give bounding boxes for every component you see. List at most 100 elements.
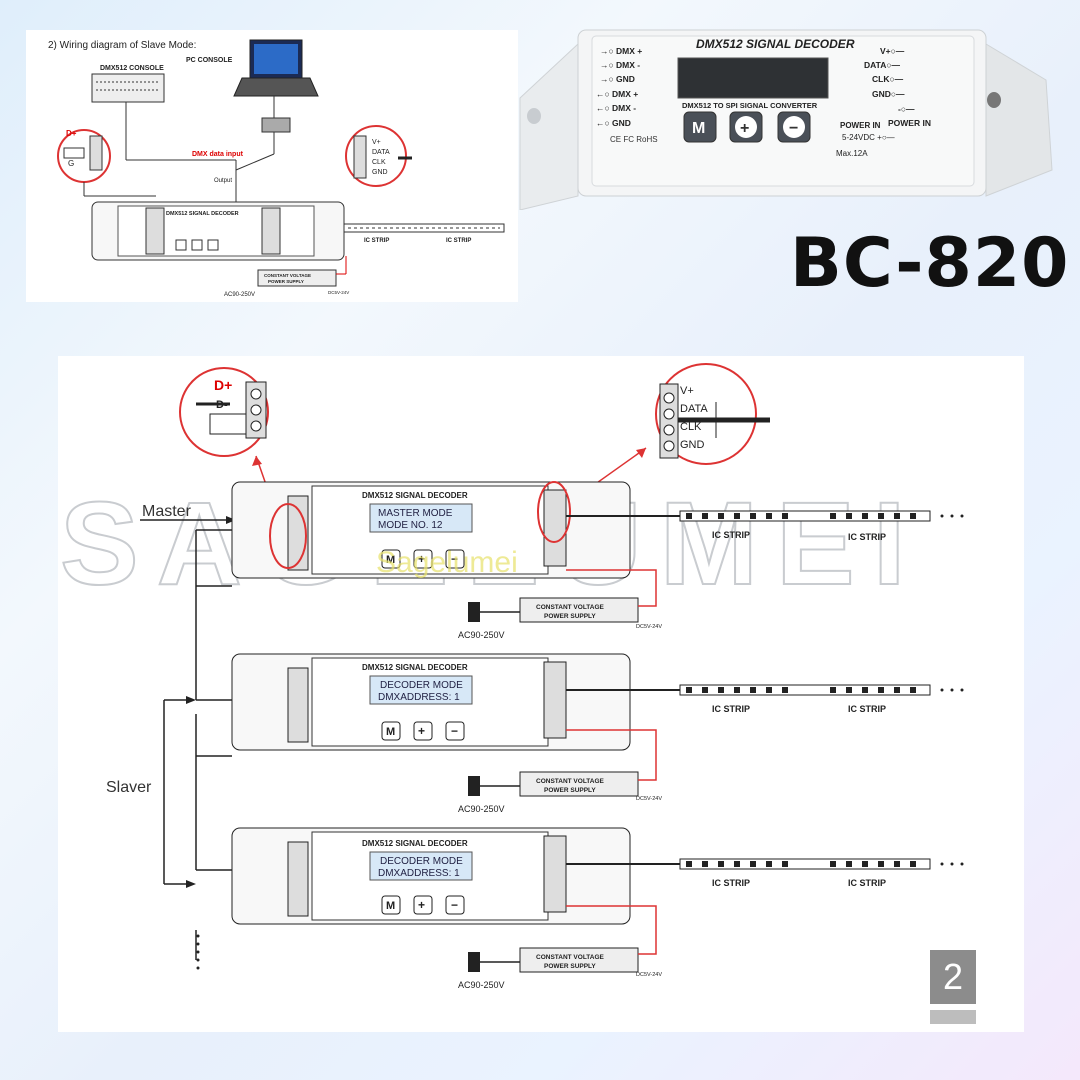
page-number: 2 — [930, 950, 976, 1004]
svg-text:−: − — [451, 898, 458, 912]
svg-text:IC STRIP: IC STRIP — [364, 238, 389, 244]
slave-mode-heading: 2) Wiring diagram of Slave Mode: — [48, 40, 196, 51]
small-power-supply — [257, 269, 337, 287]
svg-text:DECODER MODE: DECODER MODE — [380, 856, 463, 867]
ic-strip-slave-2 — [679, 858, 964, 870]
ic-strip-master — [679, 510, 964, 522]
small-decoder-unit: DMX512 SIGNAL DECODER — [91, 201, 345, 261]
decoder-slave-2: DMX512 SIGNAL DECODER DECODER MODE DMXAD… — [231, 827, 631, 925]
svg-text:→○ GND: →○ GND — [600, 74, 635, 84]
svg-text:←○ DMX -: ←○ DMX - — [596, 103, 636, 113]
svg-text:DMXADDRESS: 1: DMXADDRESS: 1 — [378, 868, 460, 879]
svg-text:←○ GND: ←○ GND — [596, 118, 631, 128]
dmx-bus-wiring — [140, 519, 232, 960]
svg-text:V+○—: V+○— — [880, 46, 905, 56]
watermark-small: Sagelumei — [376, 546, 518, 579]
master-label: Master — [142, 503, 192, 520]
pc-console-label: PC CONSOLE — [186, 57, 233, 64]
svg-text:DMX512 SIGNAL DECODER: DMX512 SIGNAL DECODER — [362, 491, 468, 500]
svg-text:CLK○—: CLK○— — [872, 74, 904, 84]
svg-text:-○—: -○— — [898, 104, 915, 114]
svg-text:POWER IN: POWER IN — [840, 121, 881, 130]
ic-strip-slave-1 — [679, 684, 964, 696]
product-lcd — [677, 57, 829, 99]
svg-text:DMX512 SIGNAL DECODER: DMX512 SIGNAL DECODER — [362, 663, 468, 672]
product-title: DMX512 SIGNAL DECODER — [696, 37, 855, 51]
svg-text:DMXADDRESS: 1: DMXADDRESS: 1 — [378, 692, 460, 703]
svg-text:V+: V+ — [680, 385, 694, 397]
svg-text:+: + — [418, 724, 425, 738]
decoder-master: DMX512 SIGNAL DECODER MASTER MODE MODE N… — [231, 481, 631, 579]
laptop-icon — [233, 39, 319, 97]
dmx-console-label: DMX512 CONSOLE — [100, 65, 164, 72]
svg-text:M: M — [692, 120, 705, 137]
svg-text:D+: D+ — [214, 377, 232, 393]
dmx-console-icon — [91, 73, 165, 103]
svg-text:V+: V+ — [372, 139, 381, 146]
product-button-m: M — [683, 111, 717, 143]
svg-text:IC STRIP: IC STRIP — [848, 704, 886, 714]
svg-text:CONSTANT VOLTAGE: CONSTANT VOLTAGE — [536, 778, 605, 785]
svg-text:←○ DMX +: ←○ DMX + — [596, 89, 638, 99]
lcd-master — [369, 503, 473, 533]
svg-text:IC STRIP: IC STRIP — [848, 878, 886, 888]
svg-text:AC90-250V: AC90-250V — [458, 804, 505, 814]
svg-text:DC5V-24V: DC5V-24V — [636, 972, 662, 978]
svg-text:IC STRIP: IC STRIP — [712, 704, 750, 714]
svg-text:AC90-250V: AC90-250V — [458, 630, 505, 640]
power-supply-master: CONSTANT VOLTAGE POWER SUPPLY AC90-250V … — [458, 569, 662, 640]
svg-text:POWER IN: POWER IN — [888, 118, 931, 128]
power-supply-slave-2: CONSTANT VOLTAGE POWER SUPPLY AC90-250V … — [458, 905, 662, 990]
svg-text:→○ DMX -: →○ DMX - — [600, 60, 640, 70]
model-number: BC-820 — [790, 224, 1070, 303]
mount-hole-left-icon — [527, 108, 541, 124]
svg-text:IC STRIP: IC STRIP — [712, 530, 750, 540]
small-ic-strip — [343, 223, 505, 233]
page-number-bar — [930, 1010, 976, 1024]
product-subtitle: DMX512 TO SPI SIGNAL CONVERTER — [682, 101, 818, 110]
svg-text:D+: D+ — [66, 129, 77, 138]
svg-text:DATA: DATA — [680, 403, 708, 415]
svg-text:+: + — [418, 898, 425, 912]
svg-text:CONSTANT VOLTAGE: CONSTANT VOLTAGE — [536, 604, 605, 611]
svg-text:+: + — [418, 552, 425, 566]
product-left-terminals: →○ DMX + →○ DMX - →○ GND ←○ DMX + ←○ DMX… — [596, 46, 642, 128]
svg-text:CLK: CLK — [680, 421, 702, 433]
svg-text:POWER SUPPLY: POWER SUPPLY — [544, 963, 596, 970]
svg-text:MODE NO. 12: MODE NO. 12 — [378, 520, 443, 531]
svg-text:CLK: CLK — [372, 159, 386, 166]
svg-text:M: M — [386, 900, 395, 912]
lcd-slave-2 — [369, 851, 473, 881]
svg-text:IC STRIP: IC STRIP — [446, 238, 471, 244]
svg-text:DC5V-24V: DC5V-24V — [328, 290, 349, 295]
product-right-terminals: V+○— DATA○— CLK○— GND○— -○— POWER IN POW… — [836, 46, 931, 158]
svg-text:GND: GND — [680, 439, 705, 451]
svg-text:POWER SUPPLY: POWER SUPPLY — [544, 787, 596, 794]
svg-text:DECODER MODE: DECODER MODE — [380, 680, 463, 691]
svg-text:AC90-250V: AC90-250V — [458, 980, 505, 990]
svg-text:DATA: DATA — [372, 149, 390, 156]
zoom-circle-spi-terminals — [655, 363, 757, 465]
svg-text:Max.12A: Max.12A — [836, 149, 868, 158]
svg-text:M: M — [386, 554, 395, 566]
usb-dmx-adapter-icon — [261, 117, 291, 133]
svg-text:POWER SUPPLY: POWER SUPPLY — [268, 279, 304, 284]
small-ac-label: AC90-250V — [224, 292, 255, 298]
svg-text:DMX512 SIGNAL DECODER: DMX512 SIGNAL DECODER — [362, 839, 468, 848]
svg-text:+: + — [740, 120, 749, 137]
mount-hole-right-icon — [987, 92, 1001, 108]
product-button-plus: + — [729, 111, 763, 143]
slave-mode-diagram-panel: 2) Wiring diagram of Slave Mode: DMX512 … — [26, 30, 518, 302]
svg-text:CONSTANT VOLTAGE: CONSTANT VOLTAGE — [264, 273, 311, 278]
lcd-slave-1 — [369, 675, 473, 705]
slaver-label: Slaver — [106, 779, 152, 796]
svg-text:M: M — [386, 726, 395, 738]
svg-text:GND: GND — [372, 169, 388, 176]
product-button-minus: − — [777, 111, 811, 143]
svg-text:DATA○—: DATA○— — [864, 60, 900, 70]
svg-text:CONSTANT VOLTAGE: CONSTANT VOLTAGE — [536, 954, 605, 961]
svg-text:IC STRIP: IC STRIP — [848, 532, 886, 542]
power-supply-slave-1: CONSTANT VOLTAGE POWER SUPPLY AC90-250V … — [458, 729, 662, 814]
svg-text:5-24VDC +○—: 5-24VDC +○— — [842, 133, 895, 142]
